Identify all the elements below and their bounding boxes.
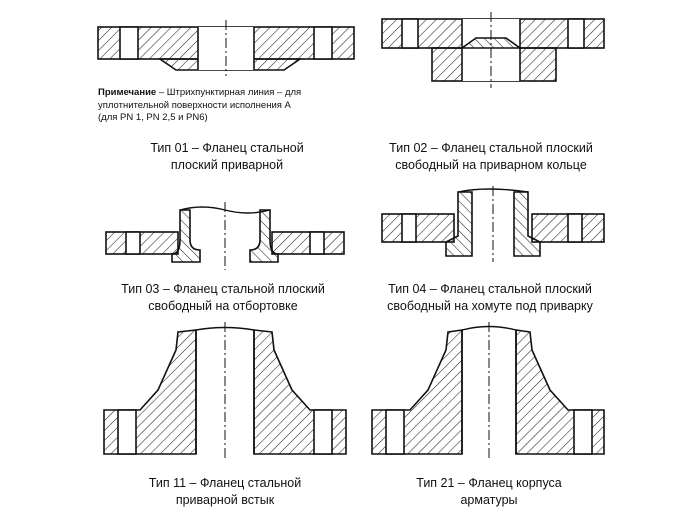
flange-type-01-drawing <box>97 20 355 76</box>
caption-type-01-line-1: Тип 01 – Фланец стальной <box>150 141 304 155</box>
caption-type-03: Тип 03 – Фланец стальной плоский свободн… <box>108 281 338 315</box>
flange-type-11-drawing <box>103 322 347 460</box>
caption-type-11-line-1: Тип 11 – Фланец стальной <box>148 476 302 490</box>
caption-type-11-line-2: приварной встык <box>175 493 275 507</box>
caption-type-01-line-2: плоский приварной <box>170 158 284 172</box>
caption-type-21-line-2: арматуры <box>460 493 518 507</box>
drawing-note: Примечание – Штрихпунктирная линия – для… <box>98 87 301 125</box>
note-lead: Примечание <box>98 87 157 98</box>
note-line-3: (для PN 1, PN 2,5 и PN6) <box>98 112 208 123</box>
note-line-2: уплотнительной поверхности исполнения А <box>98 99 291 111</box>
caption-type-21-line-1: Тип 21 – Фланец корпуса <box>416 476 562 490</box>
caption-type-02-line-2: свободный на приварном кольце <box>395 158 587 172</box>
caption-type-03-line-1: Тип 03 – Фланец стальной плоский <box>121 282 325 296</box>
caption-type-11: Тип 11 – Фланец стальной приварной встык <box>117 475 333 509</box>
caption-type-02-line-1: Тип 02 – Фланец стальной плоский <box>389 141 593 155</box>
caption-type-03-line-2: свободный на отбортовке <box>148 299 298 313</box>
note-line-1-rest: – Штрихпунктирная линия – для <box>156 87 302 98</box>
flange-type-21-drawing <box>371 322 605 460</box>
caption-type-04-line-1: Тип 04 – Фланец стальной плоский <box>388 282 592 296</box>
note-line-1: Примечание – Штрихпунктирная линия – для <box>98 87 301 100</box>
caption-type-01: Тип 01 – Фланец стальной плоский приварн… <box>127 140 327 174</box>
caption-type-02: Тип 02 – Фланец стальной плоский свободн… <box>376 140 606 174</box>
caption-type-21: Тип 21 – Фланец корпуса арматуры <box>384 475 594 509</box>
caption-type-04: Тип 04 – Фланец стальной плоский свободн… <box>372 281 608 315</box>
flange-type-04-drawing <box>381 186 605 262</box>
flange-type-02-drawing <box>381 12 605 88</box>
caption-type-04-line-2: свободный на хомуте под приварку <box>387 299 593 313</box>
flange-type-03-drawing <box>105 202 345 270</box>
